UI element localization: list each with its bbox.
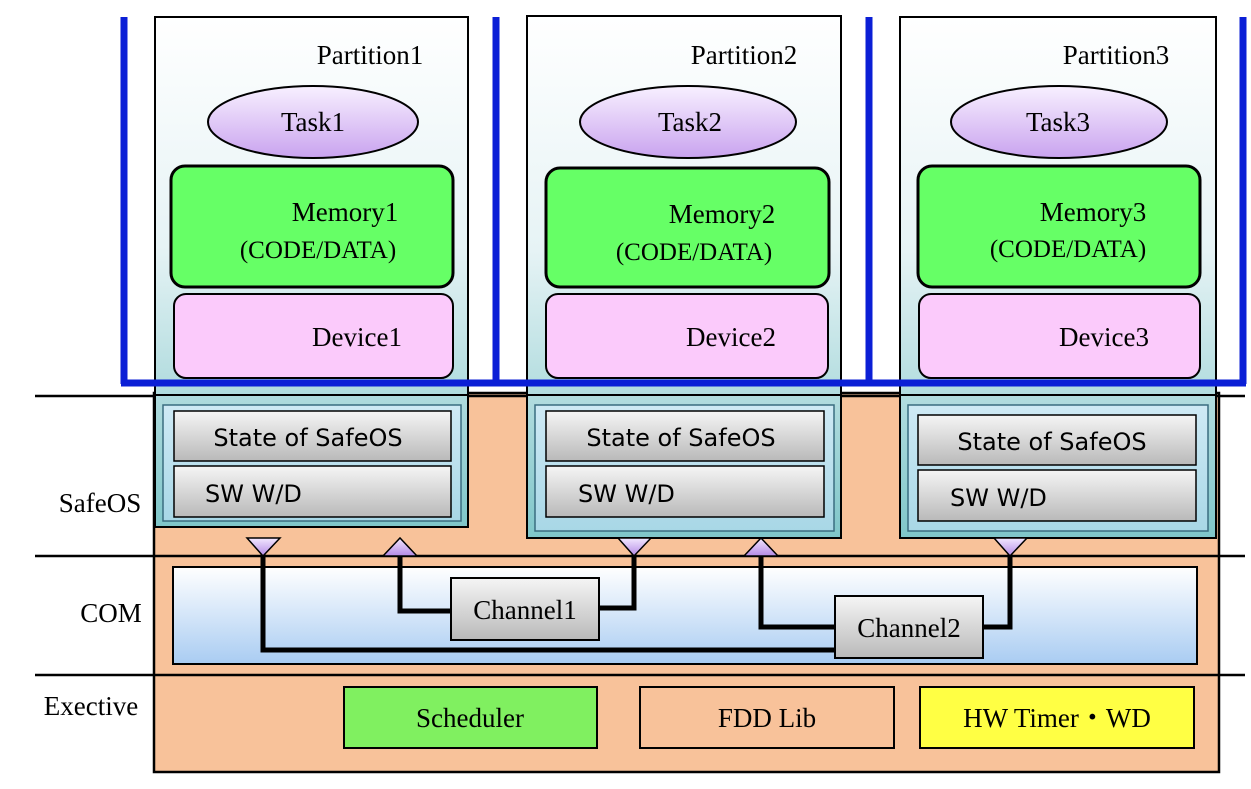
device-label: Device1 — [312, 322, 402, 352]
memory-block — [544, 166, 831, 289]
memory-sublabel: (CODE/DATA) — [990, 236, 1146, 263]
wd-label: SW W/D — [578, 480, 675, 508]
state-label: State of SafeOS — [957, 428, 1146, 456]
channel1-label: Channel1 — [473, 595, 576, 625]
memory-sublabel: (CODE/DATA) — [616, 239, 772, 266]
partition-1: Partition1 Task1 Memory1 (CODE/DATA) Dev… — [154, 16, 469, 528]
port-out-partition1 — [245, 537, 282, 558]
partition-boundaries — [120, 17, 1247, 387]
safeos-frame — [154, 394, 469, 528]
wd-block — [173, 465, 452, 518]
partition-title: Partition2 — [691, 40, 798, 70]
channel-wires — [260, 550, 1013, 653]
task-ellipse — [579, 85, 797, 159]
state-block — [173, 410, 452, 462]
task-label: Task2 — [658, 107, 722, 137]
state-label: State of SafeOS — [213, 424, 402, 452]
safeos-frame — [526, 394, 842, 539]
device-label: Device2 — [686, 322, 776, 352]
state-label: State of SafeOS — [586, 424, 775, 452]
task-label: Task3 — [1026, 107, 1090, 137]
channel2-wire-from-partition3 — [983, 550, 1013, 630]
ports — [245, 536, 1029, 558]
device-block — [918, 293, 1201, 379]
channel1-wire-from-partition2 — [598, 550, 637, 611]
port-out-partition3 — [992, 537, 1029, 558]
channel2-wire-to-partition1 — [260, 550, 835, 653]
partition-title: Partition3 — [1063, 40, 1170, 70]
channel2-label: Channel2 — [857, 613, 960, 643]
device-label: Device3 — [1059, 322, 1149, 352]
scheduler-block — [343, 686, 598, 749]
wd-block — [545, 465, 825, 518]
port-in-partition2 — [742, 536, 780, 557]
memory-label: Memory1 — [292, 197, 398, 227]
hw-timer-label: HW Timer・WD — [963, 703, 1151, 733]
wd-block — [917, 469, 1197, 522]
port-out-partition2 — [616, 537, 653, 558]
partition-title: Partition1 — [317, 40, 424, 70]
memory-block — [916, 164, 1202, 289]
partition-3: Partition3 Task3 Memory3 (CODE/DATA) Dev… — [899, 16, 1217, 539]
device-block — [545, 293, 829, 379]
task-ellipse — [207, 85, 419, 159]
task-ellipse — [950, 85, 1168, 159]
wd-label: SW W/D — [950, 484, 1047, 512]
device-block — [173, 293, 454, 379]
channel2-box — [834, 595, 984, 659]
scheduler-label: Scheduler — [416, 703, 524, 733]
layer-label-safeos: SafeOS — [59, 488, 142, 518]
channel1-box — [450, 577, 600, 641]
channel2-wire-to-partition2 — [758, 553, 836, 630]
hw-timer-block — [919, 686, 1195, 749]
fdd-lib-block — [639, 686, 895, 749]
memory-block — [169, 164, 455, 289]
memory-label: Memory3 — [1040, 197, 1146, 227]
layer-label-com: COM — [80, 598, 142, 628]
memory-label: Memory2 — [669, 199, 775, 229]
safeos-frame — [899, 394, 1217, 539]
wd-label: SW W/D — [205, 480, 302, 508]
state-block — [917, 414, 1197, 466]
task-label: Task1 — [281, 107, 345, 137]
channel1-wire-to-partition1 — [397, 553, 452, 614]
partition-2: Partition2 Task2 Memory2 (CODE/DATA) Dev… — [526, 15, 842, 539]
layer-label-executive: Exective — [44, 691, 138, 721]
port-in-partition1 — [381, 536, 419, 557]
fdd-lib-label: FDD Lib — [718, 703, 816, 733]
state-block — [545, 410, 825, 462]
memory-sublabel: (CODE/DATA) — [240, 237, 396, 264]
